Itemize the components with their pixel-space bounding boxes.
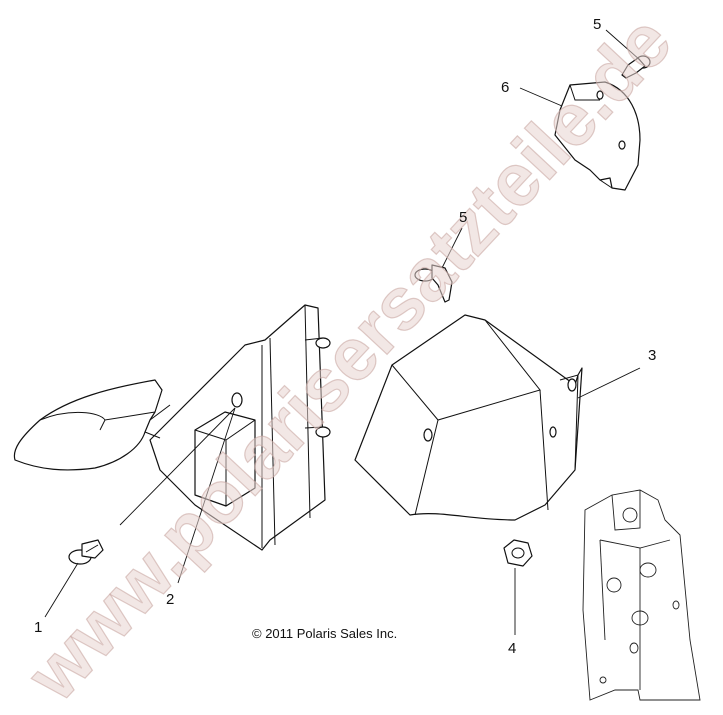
callout-4: 4: [508, 640, 516, 657]
part-5-rivet-middle: [414, 264, 453, 303]
part-2-bracket: [149, 304, 331, 551]
foot-pad: [13, 379, 171, 471]
part-6-plate: [554, 81, 641, 191]
part-4-nut: [503, 539, 533, 567]
leader-3: [577, 367, 641, 399]
callout-6: 6: [501, 79, 509, 96]
callout-2: 2: [166, 591, 174, 608]
leader-lines: [44, 29, 641, 635]
reference-frame: [582, 489, 701, 701]
leader-2: [177, 407, 236, 584]
leader-5b: [441, 227, 463, 269]
copyright-notice: © 2011 Polaris Sales Inc.: [252, 626, 397, 641]
leader-2b: [119, 407, 236, 526]
part-3-shield: [354, 314, 583, 521]
watermark-text: www.polarisersatzteile.de: [10, 0, 687, 715]
leader-6: [519, 87, 563, 107]
callout-5-middle: 5: [459, 209, 467, 226]
leader-5a: [605, 29, 641, 61]
callout-5-top: 5: [593, 16, 601, 33]
part-1-screw: [68, 539, 104, 565]
leader-1: [44, 562, 79, 618]
callout-1: 1: [34, 619, 42, 636]
callout-3: 3: [648, 347, 656, 364]
